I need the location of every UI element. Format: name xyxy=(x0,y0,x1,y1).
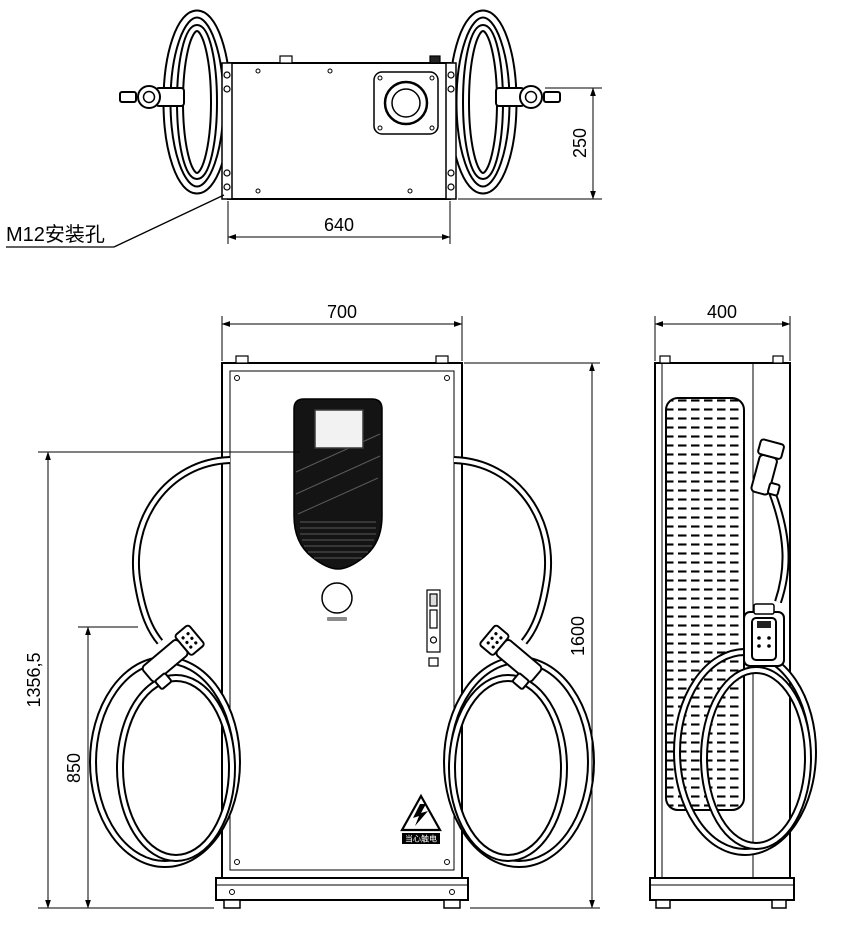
charging-gun-side-top[interactable] xyxy=(748,438,791,604)
gun-assembly-right xyxy=(447,460,591,864)
side-cable-coil xyxy=(673,648,817,856)
mounting-flange-left xyxy=(221,62,233,200)
m12-label: M12安装孔 xyxy=(6,223,105,246)
dim-400-label: 400 xyxy=(707,302,737,322)
emergency-stop-button[interactable] xyxy=(321,582,353,621)
dim-1600-label: 1600 xyxy=(568,616,588,656)
top-view: 640 250 M12安装孔 xyxy=(6,9,602,248)
top-connector xyxy=(373,71,439,135)
top-view-housing xyxy=(221,55,457,200)
front-view: 当心触电 700 1600 1356,5 850 xyxy=(24,302,600,909)
dim-1356-5-label: 1356,5 xyxy=(24,652,44,707)
warning-text: 当心触电 xyxy=(405,834,437,844)
mounting-flange-right xyxy=(445,62,457,200)
dim-640: 640 xyxy=(227,201,451,244)
dim-850-label: 850 xyxy=(64,753,84,783)
charging-gun-top-left xyxy=(119,85,185,109)
dim-400: 400 xyxy=(654,302,791,361)
cable-reel-right xyxy=(453,14,560,190)
dim-250: 250 xyxy=(458,87,602,200)
dim-700-label: 700 xyxy=(327,302,357,322)
m12-mounting-holes xyxy=(223,71,455,191)
cable-reel-left xyxy=(119,9,232,195)
dim-850: 850 xyxy=(64,626,138,909)
card-reader-slot[interactable] xyxy=(426,589,441,667)
side-view: 400 xyxy=(649,302,817,909)
gun-holster-side[interactable] xyxy=(743,603,785,667)
dim-250-label: 250 xyxy=(570,128,590,158)
dim-1600: 1600 xyxy=(464,362,600,909)
side-base xyxy=(649,877,795,909)
lightning-bolt-icon xyxy=(413,804,428,826)
screen[interactable] xyxy=(314,409,364,449)
front-base xyxy=(215,877,469,909)
m12-callout: M12安装孔 xyxy=(6,194,225,248)
warning-sign: 当心触电 xyxy=(400,793,442,844)
charging-gun-front-left[interactable] xyxy=(139,624,209,690)
gun-assembly-left xyxy=(89,456,241,868)
dim-1356-5: 1356,5 xyxy=(24,451,300,909)
screw-heads xyxy=(255,68,413,194)
dim-700: 700 xyxy=(221,302,463,361)
dim-640-label: 640 xyxy=(324,215,354,235)
display-module xyxy=(293,398,383,570)
